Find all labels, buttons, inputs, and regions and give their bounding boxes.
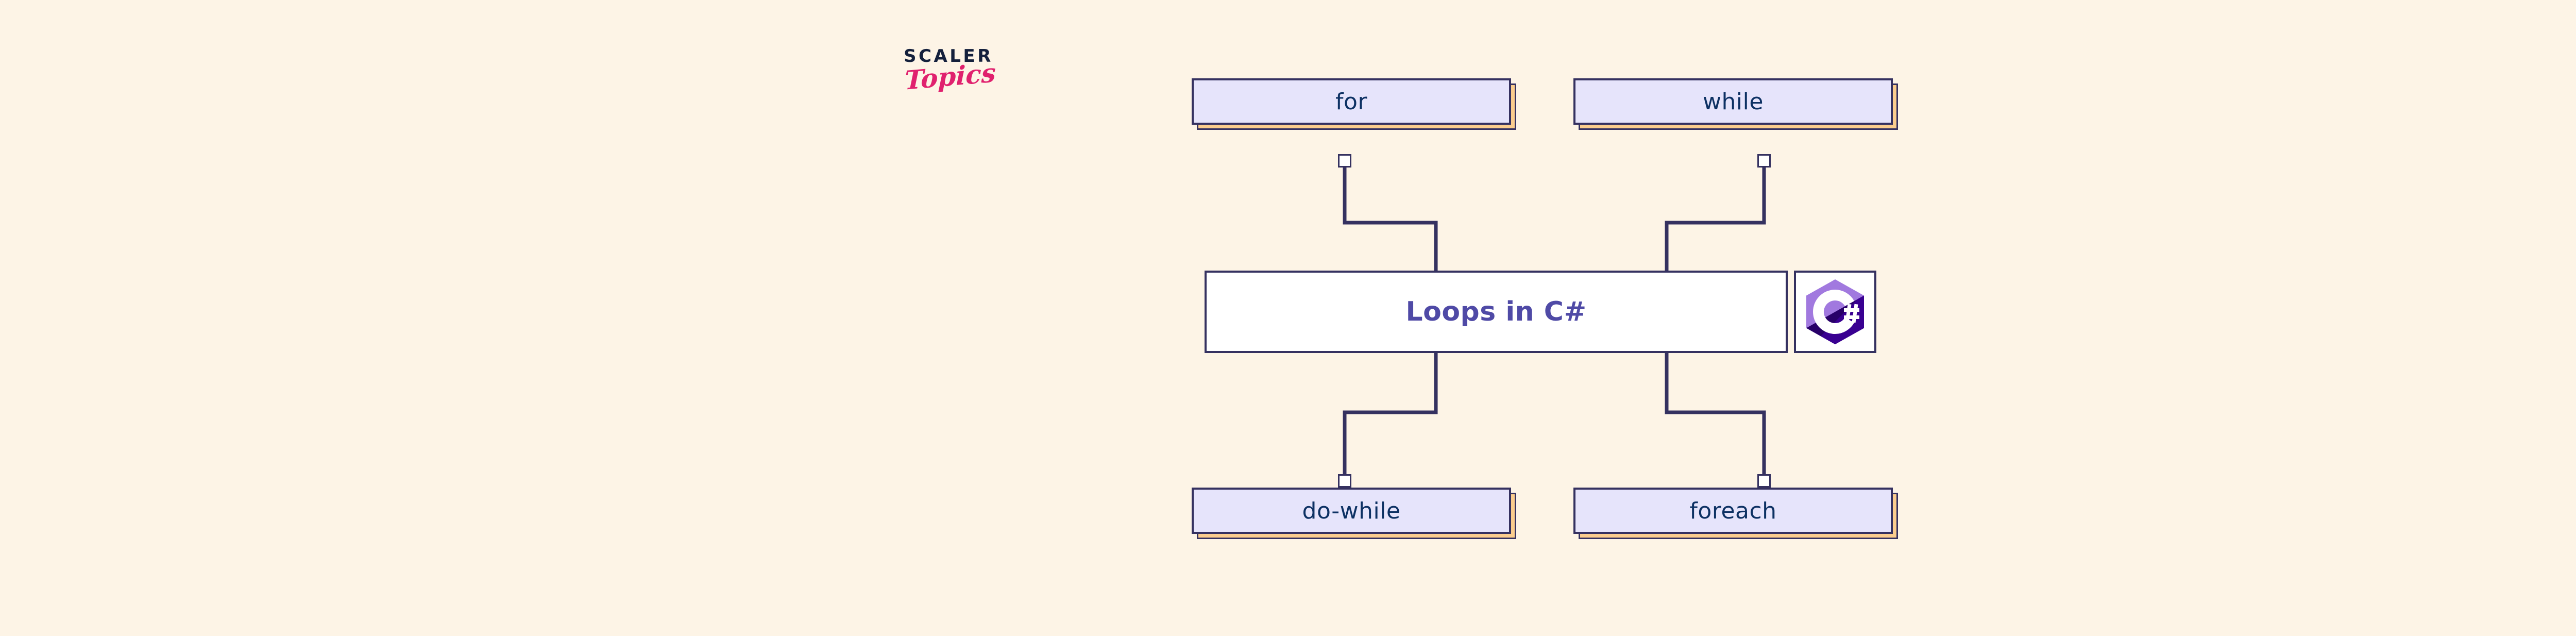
port-foreach	[1757, 474, 1771, 488]
node-for-face: for	[1192, 78, 1511, 125]
scaler-topics-logo: SCALER Topics	[903, 47, 1026, 114]
csharp-logo-badge[interactable]	[1794, 271, 1876, 353]
node-do-while-face: do-while	[1192, 488, 1511, 534]
node-while-face: while	[1573, 78, 1893, 125]
center-node-loops-in-csharp[interactable]: Loops in C#	[1205, 271, 1788, 353]
port-for	[1338, 154, 1351, 168]
node-foreach[interactable]: foreach	[1573, 488, 1898, 539]
connector-for-to-center	[1343, 168, 1438, 271]
csharp-logo-icon	[1806, 279, 1864, 344]
connector-center-to-dowhile	[1343, 353, 1438, 474]
connector-center-to-foreach	[1665, 353, 1766, 474]
node-for[interactable]: for	[1192, 78, 1516, 130]
node-foreach-face: foreach	[1573, 488, 1893, 534]
center-node-label: Loops in C#	[1405, 296, 1587, 327]
node-for-label: for	[1335, 88, 1367, 115]
port-while	[1757, 154, 1771, 168]
port-dowhile	[1338, 474, 1351, 488]
node-do-while-label: do-while	[1302, 497, 1401, 524]
node-while-label: while	[1703, 88, 1764, 115]
logo-wordmark-scaler: SCALER	[904, 46, 993, 66]
node-while[interactable]: while	[1573, 78, 1898, 130]
node-foreach-label: foreach	[1689, 497, 1777, 524]
node-do-while[interactable]: do-while	[1192, 488, 1516, 539]
connector-while-to-center	[1665, 168, 1766, 271]
